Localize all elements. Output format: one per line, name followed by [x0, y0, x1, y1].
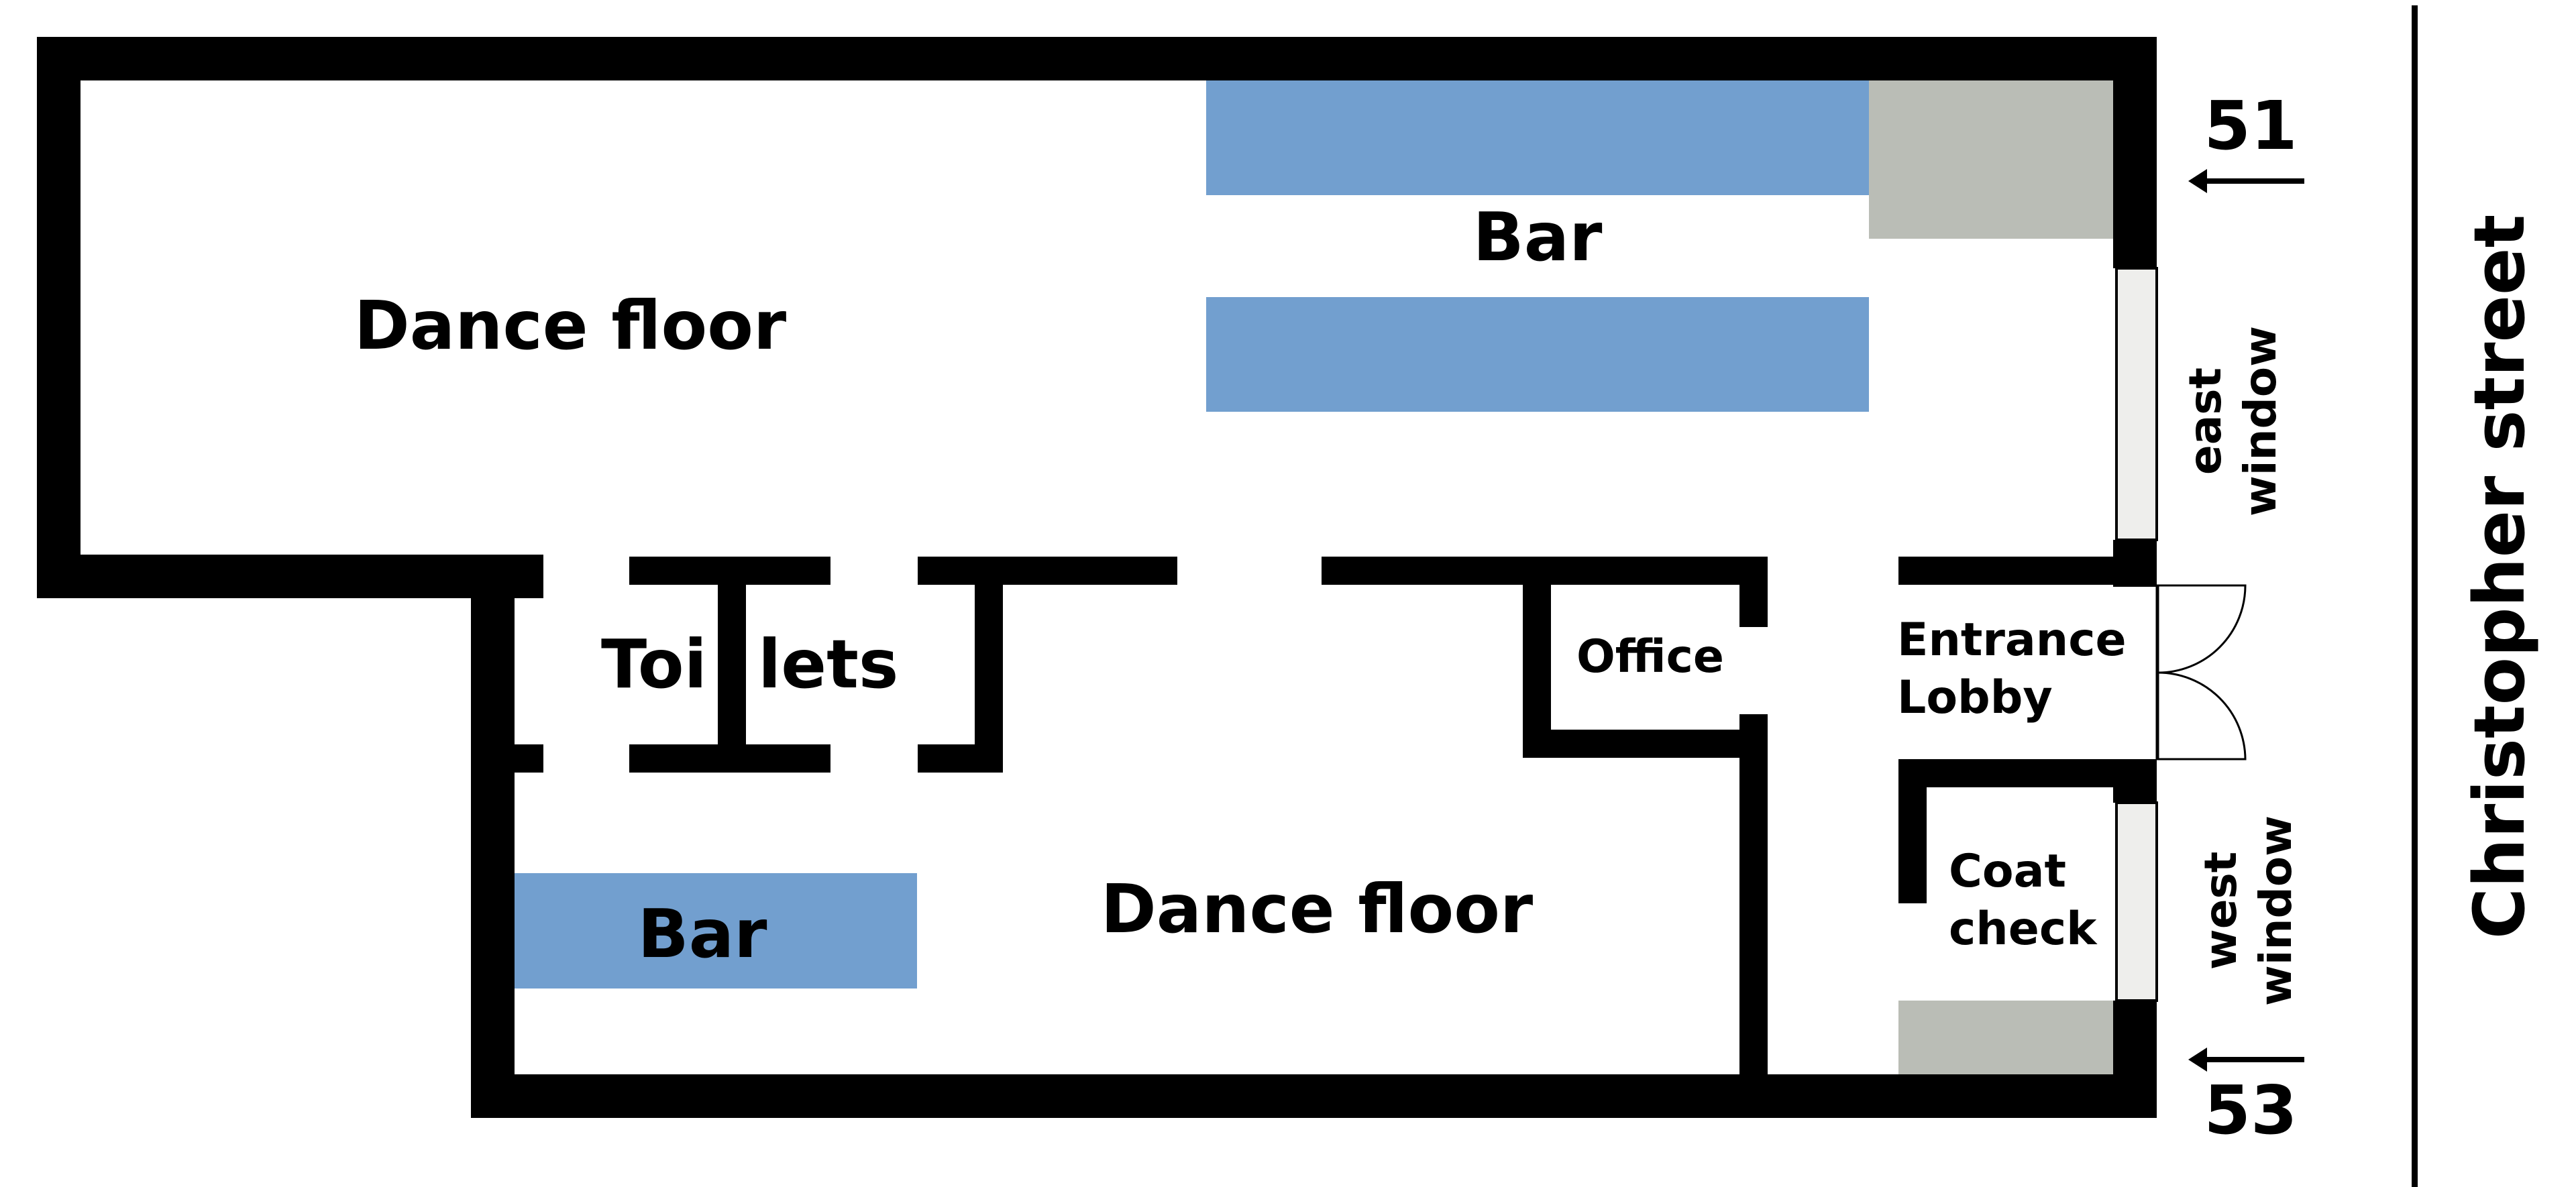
toilets-left-label: Toi [601, 625, 707, 703]
west-window [2115, 801, 2158, 1002]
walls [37, 37, 2157, 1118]
street-number-south: 53 [2204, 1071, 2297, 1149]
arrow-north-icon [2188, 169, 2304, 193]
bar-counter-north-top [1206, 79, 1869, 195]
east-window-label-line2: window [2235, 326, 2286, 516]
office-label: Office [1576, 630, 1724, 683]
bar-counter-north-bottom [1206, 297, 1869, 412]
toilets-right-label: lets [758, 625, 898, 703]
bar-upper-label: Bar [1472, 198, 1603, 276]
coat-check-label-line2: check [1949, 903, 2098, 956]
entrance-label-line2: Lobby [1897, 671, 2053, 724]
west-window-label-line1: west [2195, 852, 2247, 970]
bar-counter-south [515, 873, 917, 988]
west-window-label-line2: window [2250, 815, 2302, 1006]
east-window [2115, 267, 2158, 541]
east-window-label-line1: east [2180, 368, 2231, 475]
street-line [2412, 5, 2418, 1187]
storage-area-south [1898, 1001, 2116, 1078]
street-number-north: 51 [2204, 87, 2297, 165]
bar-lower-label: Bar [637, 895, 767, 973]
street-name: Christopher street [2459, 215, 2540, 940]
dance-floor-upper-label: Dance floor [354, 286, 787, 365]
storage-area-north [1869, 79, 2116, 239]
coat-check-label-line1: Coat [1949, 845, 2066, 898]
dance-floor-lower-label: Dance floor [1101, 870, 1534, 948]
arrow-south-icon [2188, 1048, 2304, 1072]
entrance-label-line1: Entrance [1897, 614, 2127, 667]
entrance-doors [2155, 584, 2247, 760]
